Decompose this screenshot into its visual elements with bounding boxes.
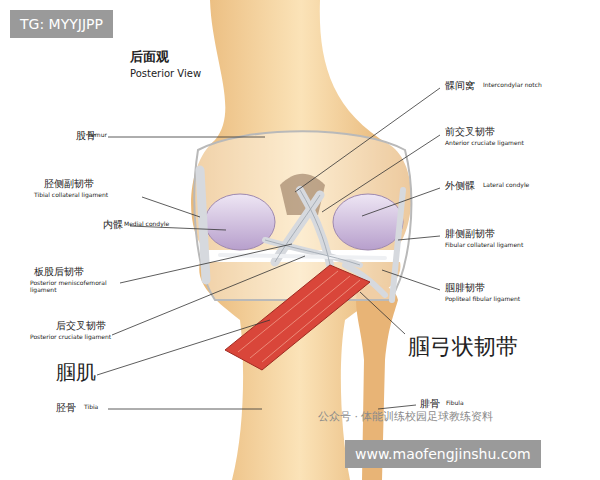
part-name-en: Tibia: [84, 404, 98, 411]
part-name-en: Posterior meniscofemoral ligament: [30, 280, 118, 294]
part-name: 腓骨: [420, 398, 440, 410]
part-name: 腘腓韧带: [445, 282, 485, 294]
part-name-en: Fibular collateral ligament: [445, 242, 523, 249]
part-name-en: Posterior cruciate ligament: [30, 334, 111, 341]
watermark: TG: MYYJJPP: [10, 10, 113, 38]
part-name: 内髁: [103, 219, 123, 231]
part-name-en: Fibula: [446, 400, 464, 407]
part-name: 腓侧副韧带: [445, 228, 495, 240]
part-name-en: Lateral condyle: [483, 182, 529, 189]
part-name: 前交叉韧带: [445, 126, 495, 138]
part-name: 胫骨: [56, 402, 76, 414]
part-name-en: Medial condyle: [124, 221, 169, 228]
part-name-large: 腘弓状韧带: [408, 334, 518, 359]
watermark: 公众号 · 体能训练校园足球教练资料: [318, 411, 494, 424]
part-name: 板股后韧带: [34, 266, 84, 278]
view-subtitle: Posterior View: [130, 68, 201, 80]
part-name-en: Tibial collateral ligament: [34, 192, 108, 199]
part-name: 胫侧副韧带: [44, 178, 94, 190]
part-name-en: Popliteal fibular ligament: [445, 296, 520, 303]
watermark: www.maofengjinshu.com: [345, 440, 541, 468]
part-name: 后交叉韧带: [56, 320, 106, 332]
part-name: 髁间窝: [445, 80, 475, 92]
part-name-large: 腘肌: [56, 361, 96, 384]
part-name-en: Femur: [88, 132, 107, 139]
part-name-en: Anterior cruciate ligament: [445, 140, 535, 147]
view-title: 后面观: [130, 50, 169, 65]
part-name: 外侧髁: [445, 180, 475, 192]
part-name-en: Intercondylar notch: [483, 82, 542, 89]
